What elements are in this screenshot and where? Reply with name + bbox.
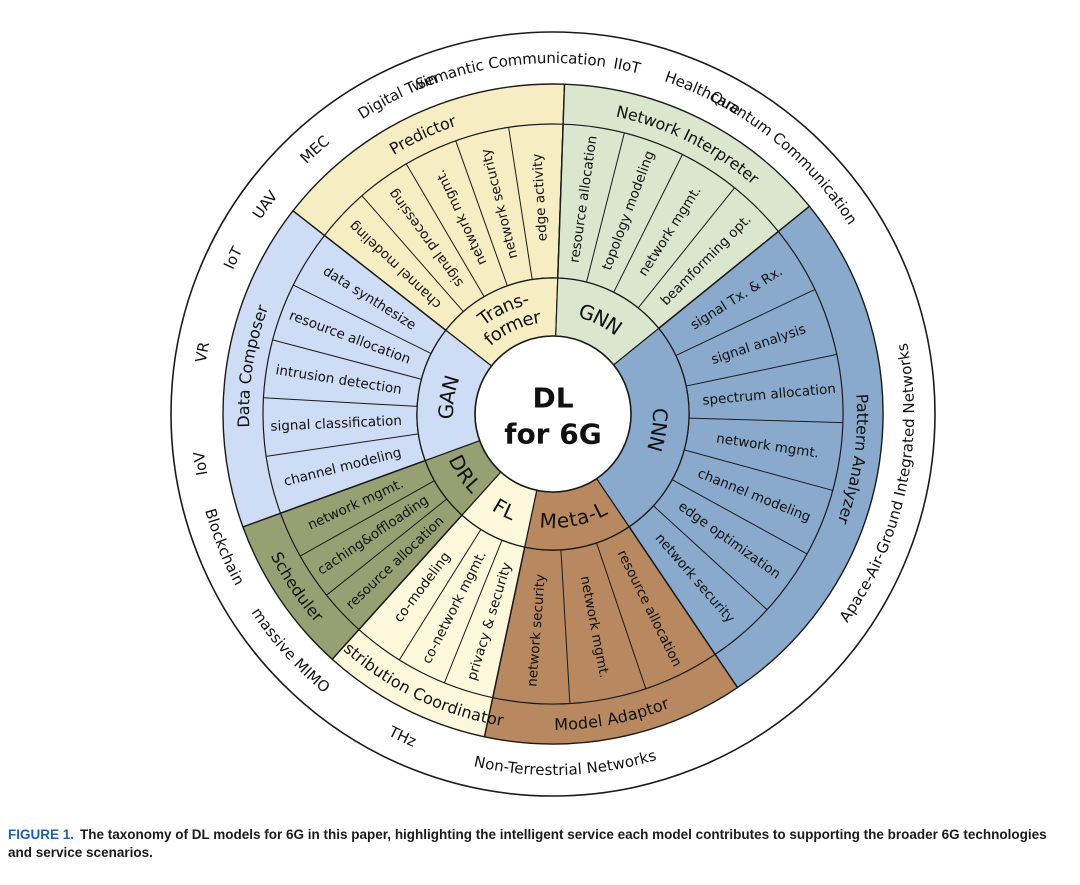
app-divider <box>613 154 683 293</box>
app-divider <box>653 505 768 611</box>
app-label-transformer-4: edge activity <box>530 153 551 242</box>
app-divider <box>585 132 625 283</box>
outer-scenario-9: IoV <box>190 450 211 477</box>
center-title-line1: DL <box>532 382 573 415</box>
app-divider <box>675 289 816 357</box>
center-title-line2: for 6G <box>504 418 601 451</box>
app-divider <box>326 498 448 596</box>
app-divider <box>299 480 435 557</box>
app-divider <box>455 140 508 287</box>
app-label-gan-1: signal classification <box>270 413 402 435</box>
app-divider <box>272 339 422 380</box>
app-divider <box>671 479 808 555</box>
app-divider <box>293 284 432 354</box>
app-divider <box>596 542 647 689</box>
app-divider <box>405 163 485 297</box>
app-divider <box>637 187 735 309</box>
app-divider <box>685 353 837 387</box>
outer-scenario-1: IIoT <box>612 54 643 77</box>
app-divider <box>443 539 503 684</box>
outer-scenario-10: VR <box>192 340 213 363</box>
center-circle <box>474 335 632 493</box>
figure-caption: FIGURE 1.The taxonomy of DL models for 6… <box>8 826 1072 862</box>
app-divider <box>361 195 464 312</box>
caption-text: The taxonomy of DL models for 6G in this… <box>8 827 1047 860</box>
app-divider <box>263 397 418 407</box>
app-divider <box>266 433 419 457</box>
caption-label: FIGURE 1. <box>8 827 75 842</box>
app-divider <box>508 127 533 280</box>
app-divider <box>688 417 843 424</box>
app-divider <box>684 449 833 491</box>
app-divider <box>560 549 571 704</box>
app-divider <box>398 529 482 661</box>
